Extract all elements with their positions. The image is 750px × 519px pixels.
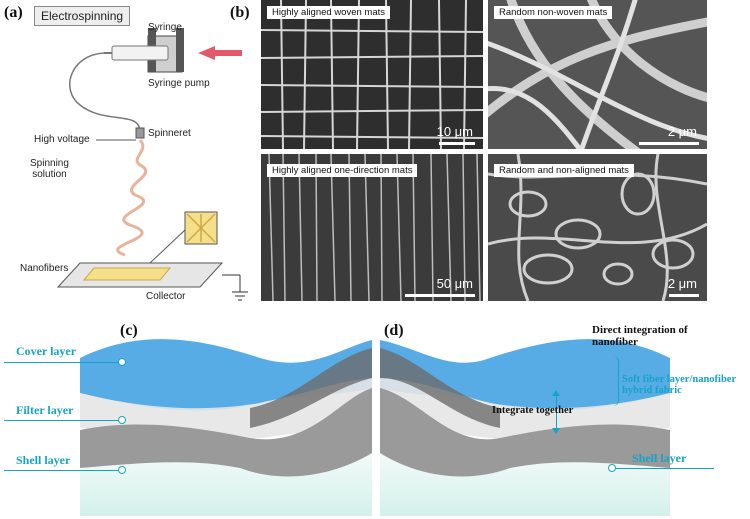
panel-a-label: (a)	[4, 4, 23, 21]
scale-label-random-nonwoven: 2 μm	[667, 124, 697, 139]
woven-fiber-texture	[261, 0, 483, 149]
sem-title-random-nonwoven: Random non-woven mats	[494, 6, 613, 19]
scale-bar-random-nonaligned	[669, 294, 699, 297]
high-voltage-label: High voltage	[34, 134, 90, 145]
collector-label: Collector	[146, 291, 186, 302]
panel-d-shell-leader	[614, 468, 714, 469]
syringe-pump-label: Syringe pump	[148, 78, 210, 89]
integrate-arrow	[556, 394, 557, 430]
scale-label-random-nonaligned: 2 μm	[667, 276, 697, 291]
sem-image-woven: Highly aligned woven mats 10 μm	[261, 0, 483, 149]
filter-layer-leader	[4, 420, 120, 421]
cover-layer-leader	[4, 362, 120, 363]
scale-bar-aligned	[405, 294, 475, 297]
spinneret-label: Spinneret	[148, 128, 191, 139]
electrospinning-diagram	[56, 28, 248, 301]
filter-layer-label: Filter layer	[16, 403, 74, 417]
hybrid-bracket	[612, 356, 619, 406]
syringe-label: Syringe	[148, 22, 182, 33]
sem-title-random-nonaligned: Random and non-aligned mats	[494, 164, 634, 177]
scale-bar-random-nonwoven	[639, 142, 699, 145]
integrate-arrow-up	[552, 390, 560, 396]
integrate-arrow-down	[552, 428, 560, 434]
panel-d-shell-dot	[608, 464, 616, 472]
panel-c-layers	[80, 339, 372, 477]
shell-layer-dot	[118, 466, 126, 474]
direct-integration-label: Direct integration of nanofiber	[592, 324, 688, 348]
sem-image-aligned: Highly aligned one-direction mats 50 μm	[261, 154, 483, 301]
cover-layer-dot	[118, 358, 126, 366]
aligned-fiber-texture	[261, 154, 483, 301]
integrate-together-label: Integrate together	[492, 405, 574, 416]
nanofibers-label: Nanofibers	[20, 263, 69, 274]
sem-image-random-nonaligned: Random and non-aligned mats 2 μm	[488, 154, 707, 301]
sem-title-woven: Highly aligned woven mats	[267, 6, 391, 19]
filter-layer-dot	[118, 416, 126, 424]
cover-layer-label: Cover layer	[16, 344, 77, 358]
panel-c-label: (c)	[120, 322, 138, 339]
scale-label-woven: 10 μm	[436, 124, 473, 139]
scale-bar-woven	[439, 142, 475, 145]
porous-fiber-texture	[488, 154, 707, 301]
sem-title-aligned: Highly aligned one-direction mats	[267, 164, 418, 177]
panel-d-label: (d)	[384, 322, 404, 339]
electrospinning-title: Electrospinning	[34, 6, 131, 26]
scale-label-aligned: 50 μm	[436, 276, 473, 291]
sem-image-random-nonwoven: Random non-woven mats 2 μm	[488, 0, 707, 149]
panel-d-layers	[380, 339, 670, 477]
hybrid-fabric-label: Soft fiber layer/nanofiber hybrid fabric	[622, 374, 737, 396]
shell-layer-leader	[4, 470, 120, 471]
shell-layer-label: Shell layer	[16, 453, 71, 467]
spinning-solution-label: Spinning solution	[30, 158, 69, 180]
panel-d-shell-label: Shell layer	[632, 451, 687, 465]
panel-b-label: (b)	[230, 4, 250, 21]
